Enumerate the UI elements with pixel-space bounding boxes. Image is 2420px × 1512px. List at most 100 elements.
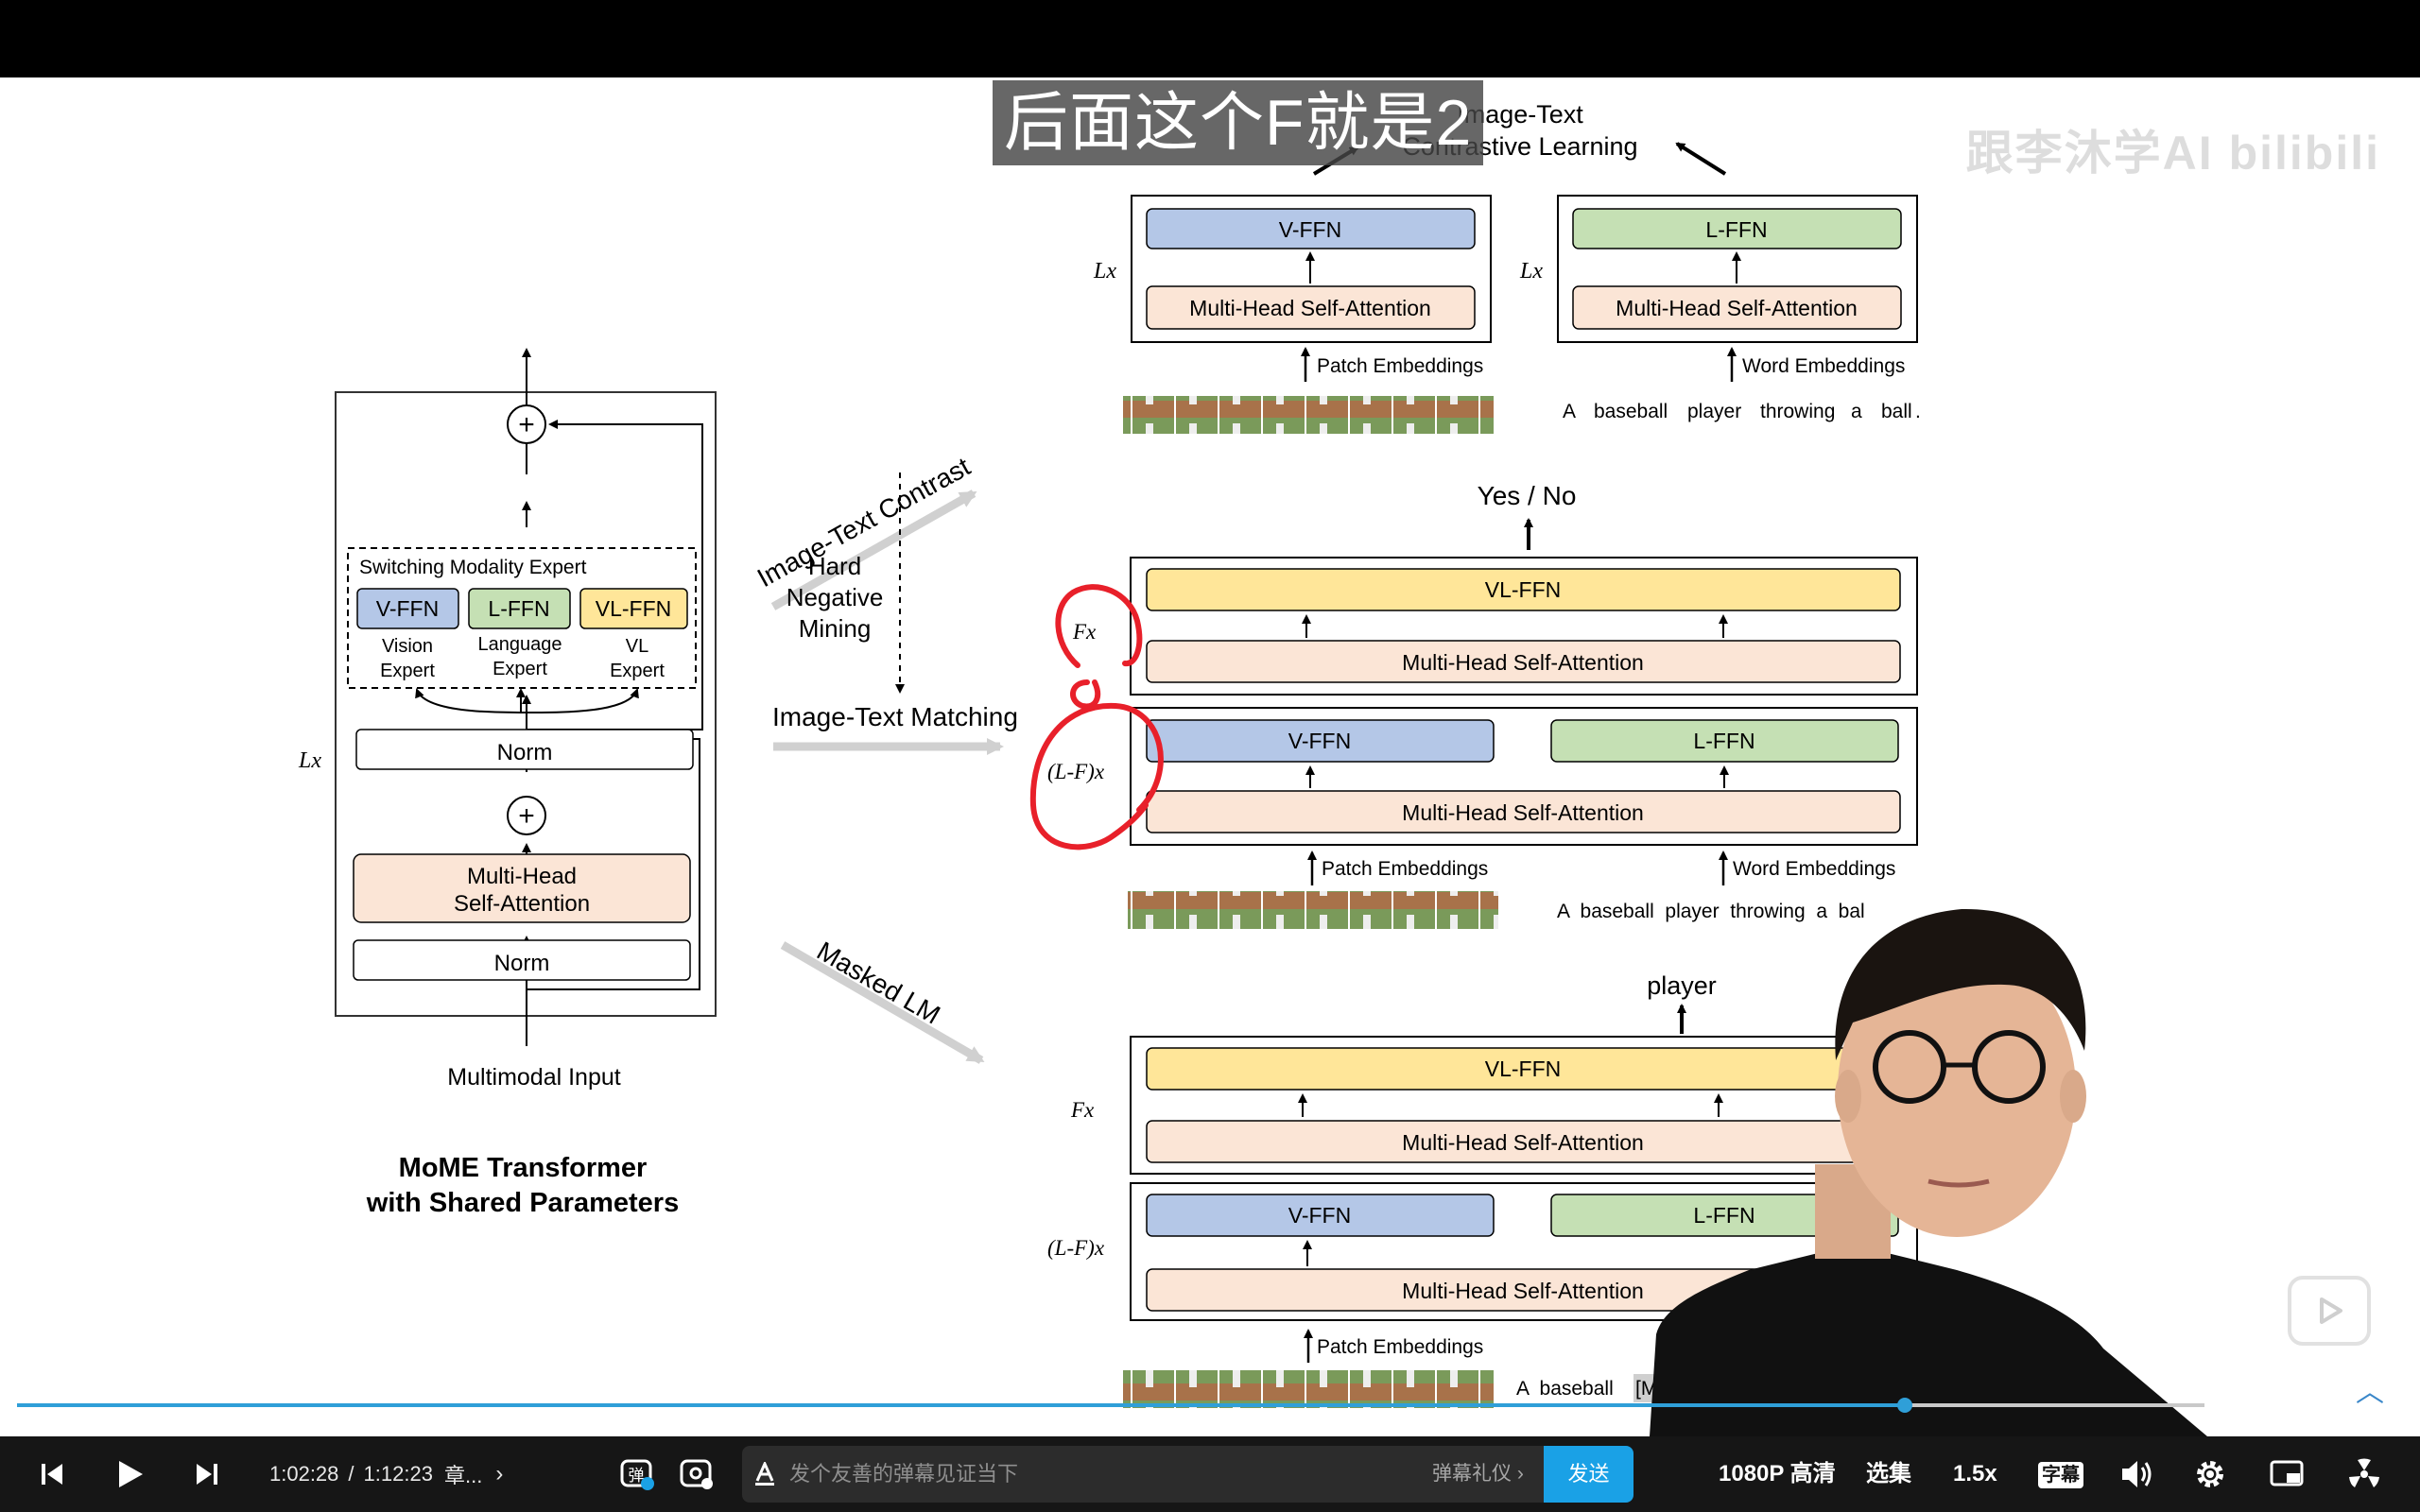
video-frame[interactable]: + + Norm Norm Multi-Head Self-Attention … [0,77,2420,1436]
danmaku-etiquette-link[interactable]: 弹幕礼仪 › [1432,1463,1524,1485]
danmaku-input[interactable]: 发个友善的弹幕见证当下 [789,1462,1019,1486]
hard-2: Negative [786,583,884,611]
itm-lower-mhsa: Multi-Head Self-Attention [1402,800,1644,825]
gear-icon [2197,1461,2223,1487]
itc-l-ffn: L-FFN [1705,217,1767,242]
mlm-patch-embeddings: Patch Embeddings [1317,1336,1483,1358]
mlm-image-patches [1123,1370,1494,1408]
danmaku-toggle-icon: 弹 [620,1459,654,1490]
language-expert-2: Expert [493,659,547,679]
episodes-button[interactable]: 选集 [1866,1461,1911,1486]
mlm-v-ffn: V-FFN [1288,1203,1351,1228]
itc-l-mhsa: Multi-Head Self-Attention [1616,296,1858,320]
total-time: 1:12:23 [363,1462,433,1486]
itm-lfx: (L-F)x [1047,760,1105,783]
mlm-l-ffn: L-FFN [1693,1203,1754,1228]
presenter-video [1650,908,2207,1436]
settings-button[interactable] [2193,1446,2227,1503]
left-title-1: MoME Transformer [399,1153,648,1183]
picture-in-picture-button[interactable] [2270,1446,2306,1503]
player-label: player [1647,971,1717,1000]
red-annotation-lfx [1029,702,1164,850]
itc-sentence: A baseball player throwing a ball . [1563,401,1921,422]
itm-image-patches [1128,891,1498,929]
danmaku-settings-icon [680,1459,713,1489]
skip-previous-icon [42,1464,62,1485]
danmaku-style-button[interactable] [753,1446,776,1503]
chapter-button[interactable]: 章... › [444,1436,503,1512]
multimodal-input: Multimodal Input [447,1064,620,1091]
chapter-label: 章... [444,1464,483,1487]
switching-label: Switching Modality Expert [359,557,587,578]
fullscreen-button[interactable] [2346,1446,2382,1503]
itc-v-ffn: V-FFN [1279,217,1341,242]
vl-expert-2: Expert [610,661,665,681]
itm-vl-ffn: VL-FFN [1485,577,1562,602]
mome-diagram: + + Norm Norm Multi-Head Self-Attention … [298,348,717,1218]
next-button[interactable] [193,1436,221,1512]
progress-bar[interactable] [17,1398,2204,1413]
danmaku-toggle[interactable]: 弹 [619,1436,655,1512]
slide-figure: + + Norm Norm Multi-Head Self-Attention … [298,100,2207,1436]
left-l-ffn: L-FFN [488,596,549,621]
expand-caret-icon[interactable]: ︿ [2356,1377,2384,1408]
hard-1: Hard [808,552,861,580]
itm-block: Yes / No VL-FFN Multi-Head Self-Attentio… [1029,481,1918,929]
channel-watermark: 跟李沐学AI bilibili [1965,127,2380,180]
mlm-block: player VL-FFN Multi-Head Self-Attention … [1047,971,1918,1408]
mini-player-icon[interactable] [2288,1276,2371,1346]
itc-image-patches [1123,396,1494,434]
text-style-icon [755,1462,774,1486]
itc-v-mhsa: Multi-Head Self-Attention [1189,296,1431,320]
progress-handle[interactable] [1896,1398,1912,1413]
mhsa-line2: Self-Attention [454,891,590,917]
mlm-upper-mhsa: Multi-Head Self-Attention [1402,1130,1644,1155]
plus-top: + [518,409,535,440]
speed-selector[interactable]: 1.5x [1953,1461,1997,1486]
send-button[interactable]: 发送 [1544,1446,1634,1503]
danmaku-input-box[interactable] [742,1446,1546,1503]
norm-lower: Norm [494,951,550,976]
itm-v-ffn: V-FFN [1288,729,1351,753]
left-vl-ffn: VL-FFN [596,596,672,621]
itc-patch-embeddings: Patch Embeddings [1317,355,1483,377]
vision-expert-2: Expert [380,661,435,681]
itm-patch-embeddings: Patch Embeddings [1322,858,1488,880]
itm-sentence: A baseball player throwing a bal [1557,901,1865,922]
mlm-lower-mhsa: Multi-Head Self-Attention [1402,1279,1644,1303]
mhsa-line1: Multi-Head [467,864,577,889]
previous-button[interactable] [38,1436,66,1512]
itm-l-ffn: L-FFN [1693,729,1754,753]
pip-icon [2270,1460,2304,1486]
mlm-vl-ffn: VL-FFN [1485,1057,1562,1081]
itm-fx: Fx [1072,620,1097,644]
progress-played [17,1403,1905,1407]
itc-word-embeddings: Word Embeddings [1742,355,1905,377]
norm-upper: Norm [497,740,553,765]
play-button[interactable] [113,1436,146,1512]
itc-lx-left: Lx [1093,259,1116,284]
current-time: 1:02:28 [269,1462,339,1486]
subtitle-button[interactable]: 字幕 [2038,1446,2083,1503]
danmaku-settings-button[interactable] [679,1436,715,1512]
mlm-fx: Fx [1070,1098,1095,1122]
yes-no-label: Yes / No [1478,481,1577,510]
vl-expert-1: VL [626,636,648,657]
itm-upper-mhsa: Multi-Head Self-Attention [1402,650,1644,675]
fullscreen-icon [2349,1458,2379,1487]
volume-button[interactable] [2119,1446,2153,1503]
time-separator: / [348,1462,354,1486]
left-title-2: with Shared Parameters [366,1188,679,1218]
svg-text:弹: 弹 [629,1467,645,1486]
quality-selector[interactable]: 1080P 高清 [1719,1461,1836,1486]
mlm-arrow-label: Masked LM [812,936,945,1029]
vision-expert-1: Vision [382,636,433,657]
itc-arrow-label: Image-Text Contrast [752,452,976,593]
itm-word-embeddings: Word Embeddings [1733,858,1895,880]
mlm-lfx: (L-F)x [1047,1236,1105,1260]
time-display: 1:02:28 / 1:12:23 [269,1436,433,1512]
language-expert-1: Language [478,634,562,655]
volume-icon [2122,1461,2152,1487]
red-annotation-fx [1055,584,1143,668]
mask-token: [M [1635,1378,1657,1400]
